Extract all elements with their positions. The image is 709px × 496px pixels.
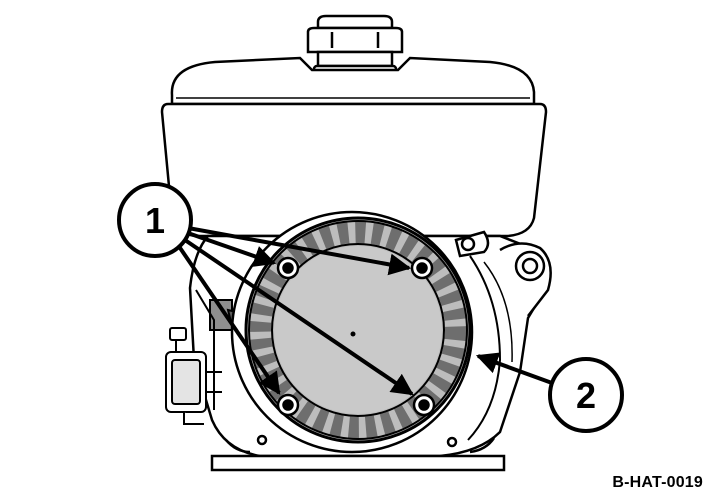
bolt-top-right bbox=[410, 256, 434, 280]
engine-base bbox=[210, 434, 506, 472]
callout-2-leader bbox=[475, 352, 553, 385]
bolt-bottom-right bbox=[412, 393, 436, 417]
svg-text:1: 1 bbox=[145, 200, 165, 241]
callout-1-leaders bbox=[174, 226, 414, 396]
bolt-bottom-left bbox=[276, 393, 300, 417]
bolt-top-left bbox=[276, 256, 300, 280]
recoil-starter-cover bbox=[230, 210, 474, 454]
cover-bolts bbox=[276, 256, 436, 417]
figure-reference-code: B-HAT-0019 bbox=[612, 474, 703, 491]
callout-2: 2 bbox=[548, 357, 624, 433]
callout-1: 1 bbox=[117, 182, 193, 258]
svg-text:2: 2 bbox=[576, 375, 596, 416]
fuel-tank bbox=[160, 56, 548, 238]
